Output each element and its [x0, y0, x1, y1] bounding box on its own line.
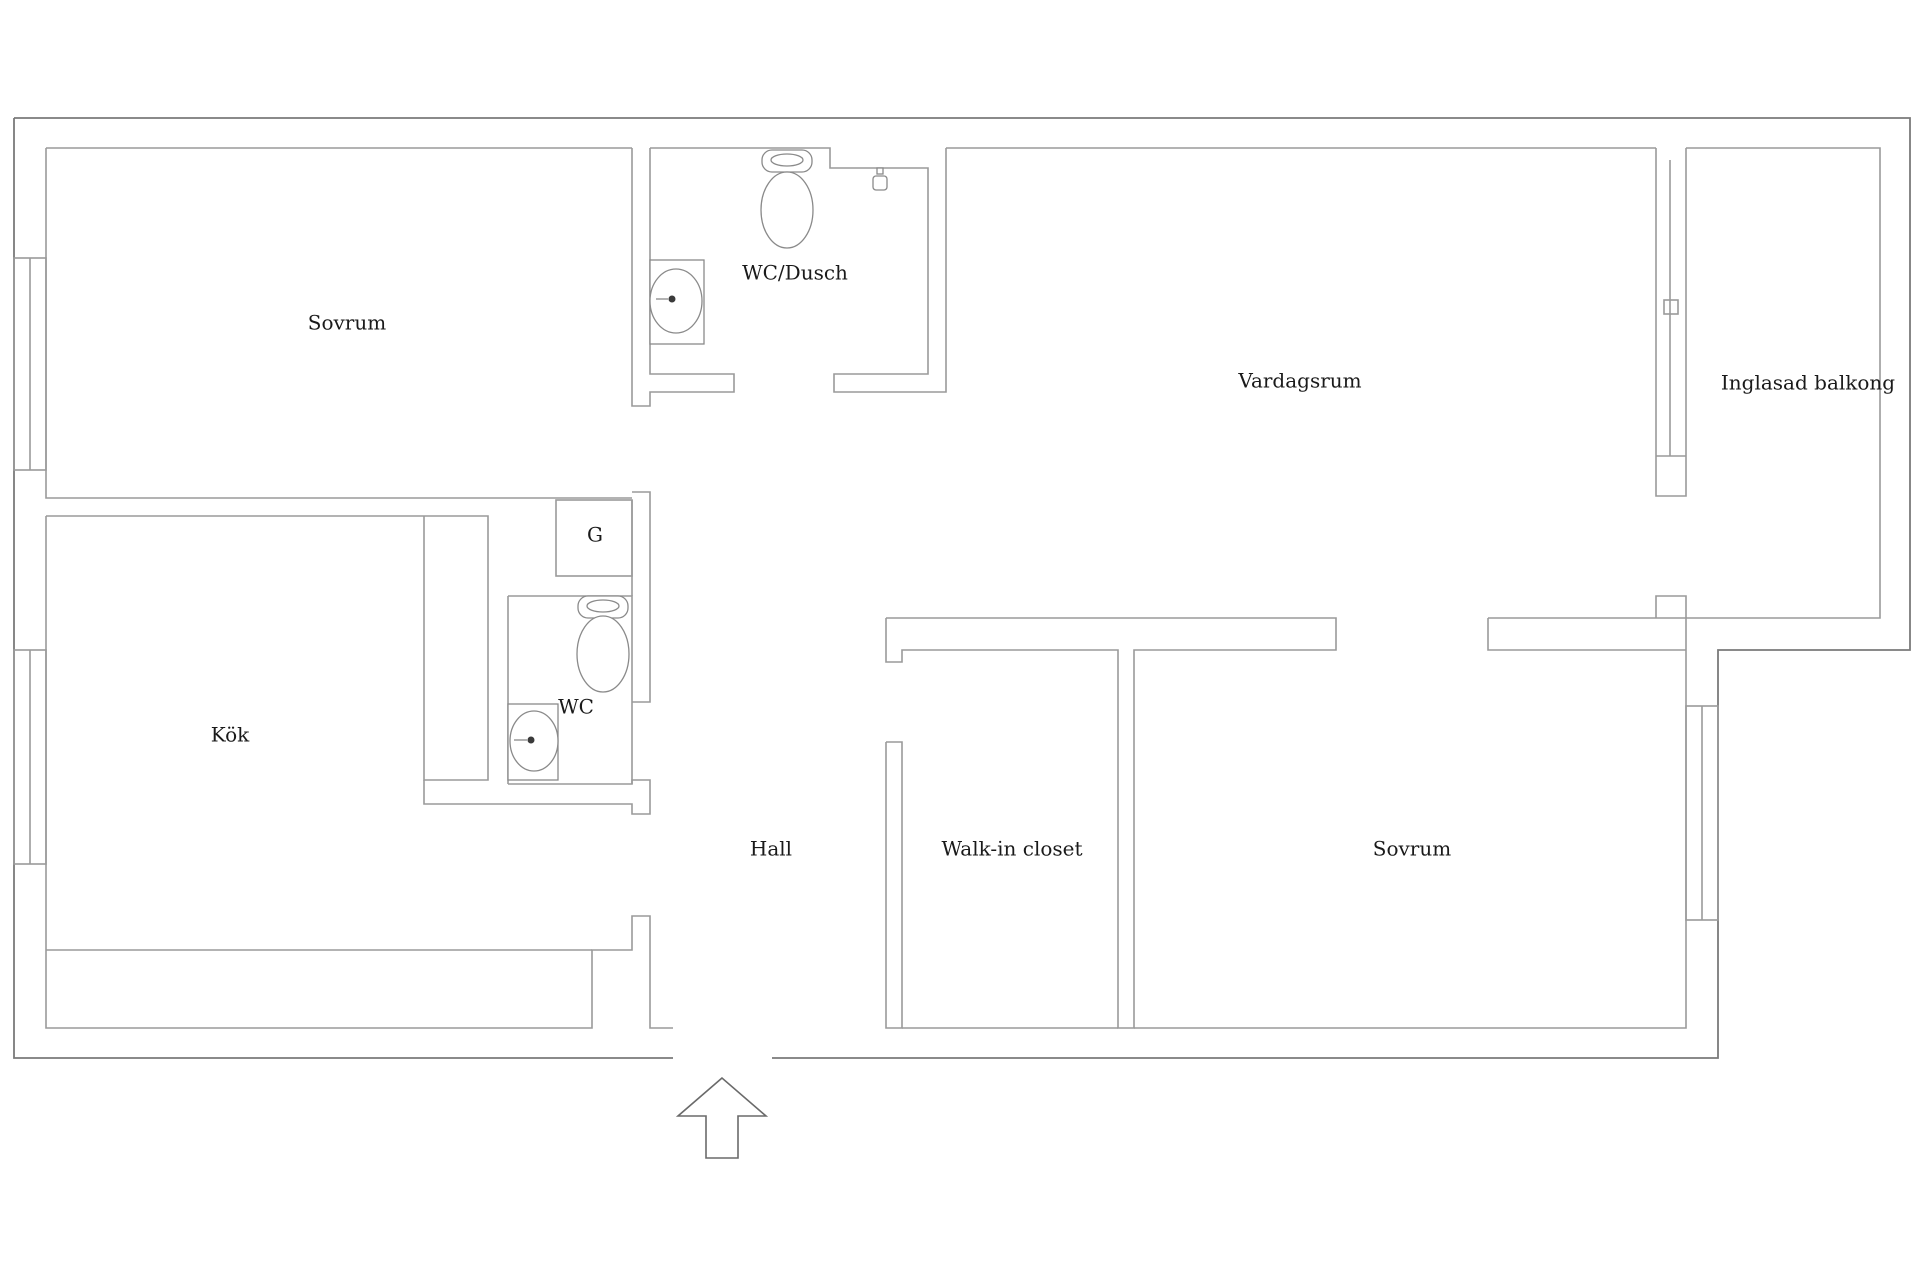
- room-label-sovrum-top: Sovrum: [308, 311, 386, 335]
- room-label-vardagsrum: Vardagsrum: [1237, 369, 1361, 393]
- shower-head-icon: [872, 167, 888, 191]
- window-left-top: [13, 257, 47, 471]
- kitchen-walls: [45, 491, 673, 1029]
- outer-walls: [13, 117, 1911, 1059]
- window-left-bottom: [13, 649, 47, 865]
- room-label-wc-dusch: WC/Dusch: [742, 261, 848, 285]
- sink-icon: [649, 259, 705, 345]
- wc-dusch-walls: [631, 147, 947, 407]
- room-label-inglasad-balkong: Inglasad balkong: [1721, 371, 1895, 395]
- room-label-g: G: [587, 523, 603, 547]
- sink-icon: [507, 703, 559, 781]
- room-label-sovrum-bottom: Sovrum: [1373, 837, 1451, 861]
- corridor-walls: [885, 617, 1687, 1029]
- window-right: [1685, 705, 1719, 921]
- room-label-hall: Hall: [750, 837, 792, 861]
- room-label-kok: Kök: [211, 723, 250, 747]
- toilet-icon: [760, 149, 814, 249]
- balcony-partition: [1655, 148, 1687, 618]
- room-label-wc: WC: [558, 695, 594, 719]
- entrance-arrow-icon: [675, 1076, 769, 1159]
- room-label-walk-in-closet: Walk-in closet: [941, 837, 1082, 861]
- toilet-icon: [576, 595, 630, 693]
